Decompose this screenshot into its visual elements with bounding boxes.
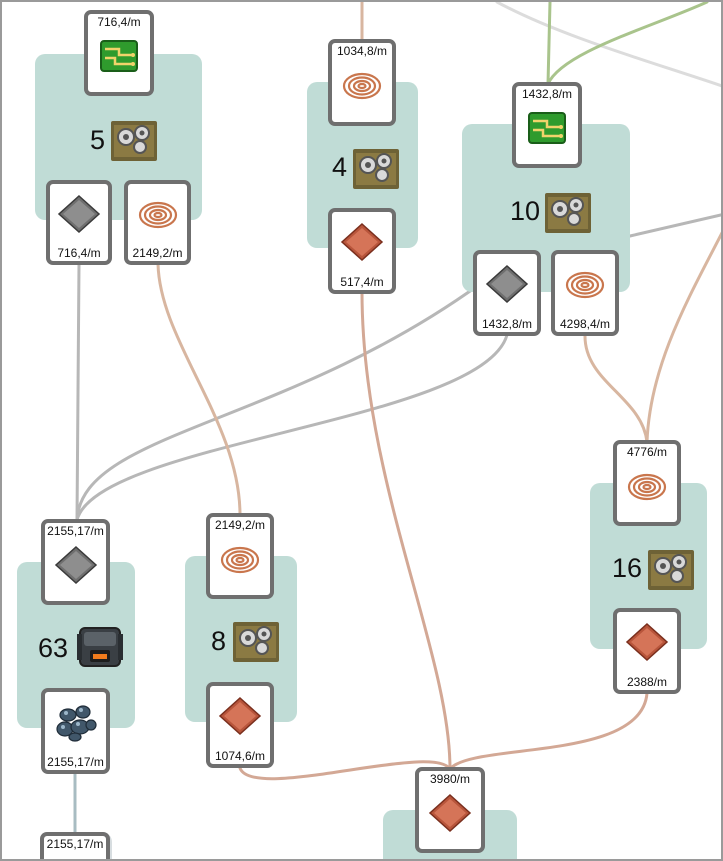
copper-cable-icon bbox=[342, 72, 382, 100]
edge-iron-to-circuit-b-2 bbox=[75, 333, 509, 522]
edge-iron-to-circuit-a bbox=[75, 262, 81, 522]
item-rate: 1432,8/m bbox=[521, 87, 573, 101]
input-item-copper-plate[interactable]: 517,4/m bbox=[328, 208, 396, 294]
output-item-copper-cable[interactable]: 1034,8/m bbox=[328, 39, 396, 126]
edge-cable-b-to-circuit-b bbox=[583, 333, 649, 444]
assembling-machine-icon bbox=[111, 121, 157, 161]
machine-count: 10 bbox=[510, 196, 541, 226]
input-item-iron-ore[interactable]: 2155,17/m bbox=[41, 688, 110, 774]
iron-plate-icon bbox=[57, 194, 101, 234]
input-item-copper-plate[interactable]: 1074,6/m bbox=[206, 682, 274, 768]
copper-plate-icon bbox=[218, 696, 262, 736]
edge-plate-to-cable-b bbox=[448, 691, 649, 771]
input-item-copper-cable[interactable]: 4298,4/m bbox=[551, 250, 619, 336]
copper-plate-icon bbox=[428, 793, 472, 833]
assembling-machine-icon bbox=[233, 622, 279, 662]
item-rate: 2149,2/m bbox=[132, 246, 183, 260]
copper-cable-icon bbox=[627, 473, 667, 501]
output-item-circuit[interactable]: 1432,8/m bbox=[512, 82, 582, 168]
output-item-circuit[interactable]: 716,4/m bbox=[84, 10, 154, 96]
edge-iron-offscreen bbox=[628, 213, 721, 238]
item-rate: 4776/m bbox=[626, 445, 668, 459]
copper-plate-icon bbox=[625, 622, 669, 662]
copper-cable-icon bbox=[138, 201, 177, 229]
item-rate: 4298,4/m bbox=[559, 317, 611, 331]
item-rate: 2155,17/m bbox=[47, 755, 104, 769]
edge-iron-to-circuit-b bbox=[75, 282, 482, 522]
assembling-machine-icon bbox=[648, 550, 694, 590]
item-rate: 2155,17/m bbox=[46, 837, 104, 851]
input-item-iron-plate[interactable]: 716,4/m bbox=[46, 180, 112, 265]
item-rate: 1432,8/m bbox=[481, 317, 533, 331]
item-rate: 2155,17/m bbox=[47, 524, 104, 538]
iron-ore-icon bbox=[55, 705, 97, 742]
item-rate: 716,4/m bbox=[97, 15, 141, 29]
machine-count: 8 bbox=[211, 626, 227, 656]
input-item-iron-plate[interactable]: 1432,8/m bbox=[473, 250, 541, 336]
item-rate: 2149,2/m bbox=[214, 518, 266, 532]
item-rate: 517,4/m bbox=[340, 275, 384, 289]
edge-cable-c-to-circuit-a bbox=[156, 262, 242, 517]
edge-plate-to-cable-a bbox=[360, 290, 452, 771]
machine-count: 4 bbox=[332, 152, 348, 182]
item-rate: 1034,8/m bbox=[336, 44, 388, 58]
item-rate: 1074,6/m bbox=[214, 749, 266, 763]
copper-cable-icon bbox=[565, 271, 605, 299]
edge-cable-b-offscreen bbox=[645, 231, 721, 444]
output-item-copper-plate[interactable]: 3980/m bbox=[415, 767, 485, 853]
copper-cable-icon bbox=[220, 546, 260, 574]
edge-plate-to-cable-c bbox=[238, 760, 452, 781]
output-item-copper-cable[interactable]: 4776/m bbox=[613, 440, 681, 526]
edge-offscreen-1 bbox=[495, 2, 721, 88]
output-item-iron-plate[interactable]: 2155,17/m bbox=[41, 519, 110, 605]
item-rate: 2388/m bbox=[626, 675, 668, 689]
input-item-copper-cable[interactable]: 2149,2/m bbox=[124, 180, 191, 265]
edge-circuit-offscreen-a bbox=[546, 2, 552, 86]
copper-plate-icon bbox=[340, 222, 384, 262]
machine-count: 5 bbox=[90, 125, 106, 155]
output-item-copper-cable[interactable]: 2149,2/m bbox=[206, 513, 274, 599]
edge-circuit-offscreen-b bbox=[546, 2, 709, 86]
electronic-circuit-icon bbox=[528, 112, 566, 144]
item-rate: 3980/m bbox=[429, 772, 471, 786]
machine-count: 63 bbox=[38, 633, 69, 663]
iron-plate-icon bbox=[485, 264, 529, 304]
assembling-machine-icon bbox=[545, 193, 591, 233]
item-rate: 716,4/m bbox=[57, 246, 101, 260]
iron-plate-icon bbox=[54, 545, 97, 585]
input-item-copper-plate[interactable]: 2388/m bbox=[613, 608, 681, 694]
output-item-iron-ore[interactable]: 2155,17/m bbox=[40, 832, 110, 859]
electric-furnace-icon bbox=[77, 627, 123, 667]
electronic-circuit-icon bbox=[100, 40, 138, 72]
assembling-machine-icon bbox=[353, 149, 399, 189]
machine-count: 16 bbox=[612, 553, 643, 583]
